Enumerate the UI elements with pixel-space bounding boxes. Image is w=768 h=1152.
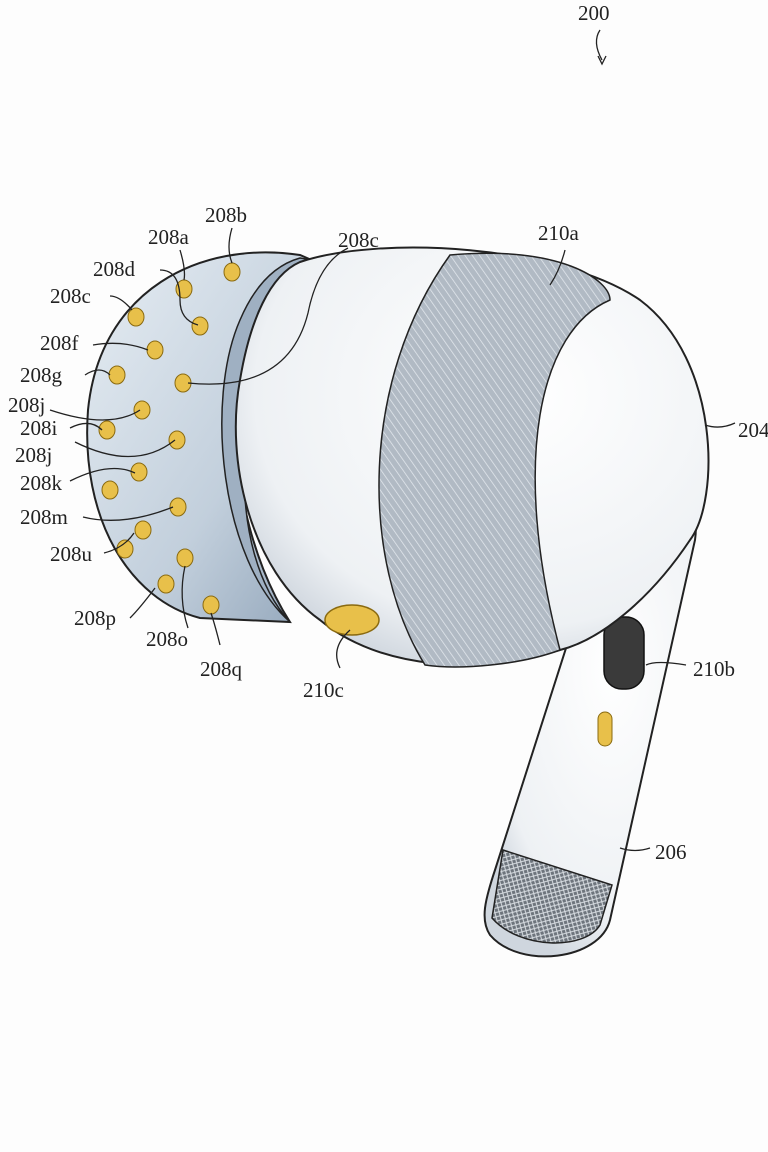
label-208c-left: 208c bbox=[50, 284, 91, 308]
figure-reference-arrow bbox=[595, 29, 603, 61]
label-210a: 210a bbox=[538, 221, 580, 245]
label-210c: 210c bbox=[303, 678, 344, 702]
label-208k: 208k bbox=[20, 471, 63, 495]
label-208j-1: 208j bbox=[8, 393, 45, 417]
label-206: 206 bbox=[655, 840, 687, 864]
label-208f: 208f bbox=[40, 331, 79, 355]
stem-mesh-grille bbox=[491, 849, 613, 944]
label-208o: 208o bbox=[146, 627, 188, 651]
label-208p: 208p bbox=[74, 606, 116, 630]
contact-dots-208 bbox=[98, 262, 241, 615]
label-208d: 208d bbox=[93, 257, 136, 281]
label-208a: 208a bbox=[148, 225, 190, 249]
label-208u: 208u bbox=[50, 542, 93, 566]
label-208j-2: 208j bbox=[15, 443, 52, 467]
label-208m: 208m bbox=[20, 505, 68, 529]
label-210b: 210b bbox=[693, 657, 735, 681]
contact-210c bbox=[324, 604, 380, 636]
stem-contact bbox=[597, 711, 613, 747]
earbud-body bbox=[234, 246, 710, 668]
arrowhead-icon bbox=[597, 55, 607, 66]
label-208b: 208b bbox=[205, 203, 247, 227]
label-208q: 208q bbox=[200, 657, 243, 681]
sensor-210b bbox=[603, 616, 645, 690]
leader-lines bbox=[49, 227, 736, 852]
label-208i: 208i bbox=[20, 416, 58, 440]
figure-reference-label: 200 bbox=[578, 1, 610, 25]
band-210a bbox=[378, 252, 611, 668]
label-204: 204 bbox=[738, 418, 768, 442]
label-208g: 208g bbox=[20, 363, 63, 387]
label-208c-top: 208c bbox=[338, 228, 379, 252]
